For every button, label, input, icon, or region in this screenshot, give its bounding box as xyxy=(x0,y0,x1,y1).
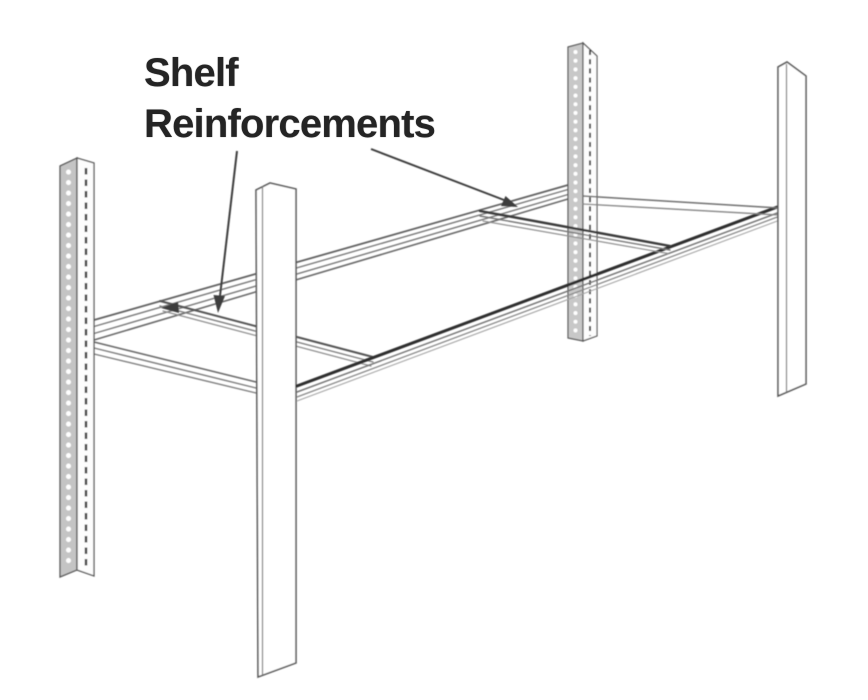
right-end-channel xyxy=(582,195,780,216)
right-shelf-reinforcement xyxy=(478,209,672,255)
front-right-post xyxy=(777,61,807,398)
back-left-post xyxy=(59,156,95,578)
leader-line-right xyxy=(370,148,518,207)
back-right-post xyxy=(567,41,598,342)
left-end-channel xyxy=(93,341,257,394)
arrowhead-left xyxy=(213,295,225,313)
front-beam xyxy=(295,204,782,402)
reinforcement-junction-node xyxy=(161,302,179,313)
leader-line-left xyxy=(213,150,238,313)
figure-label-line1: Shelf xyxy=(144,51,239,95)
front-left-post xyxy=(255,182,297,679)
figure-label: Shelf Reinforcements xyxy=(144,48,436,150)
arrowhead-right xyxy=(501,196,518,207)
figure-label-line2: Reinforcements xyxy=(144,102,436,146)
